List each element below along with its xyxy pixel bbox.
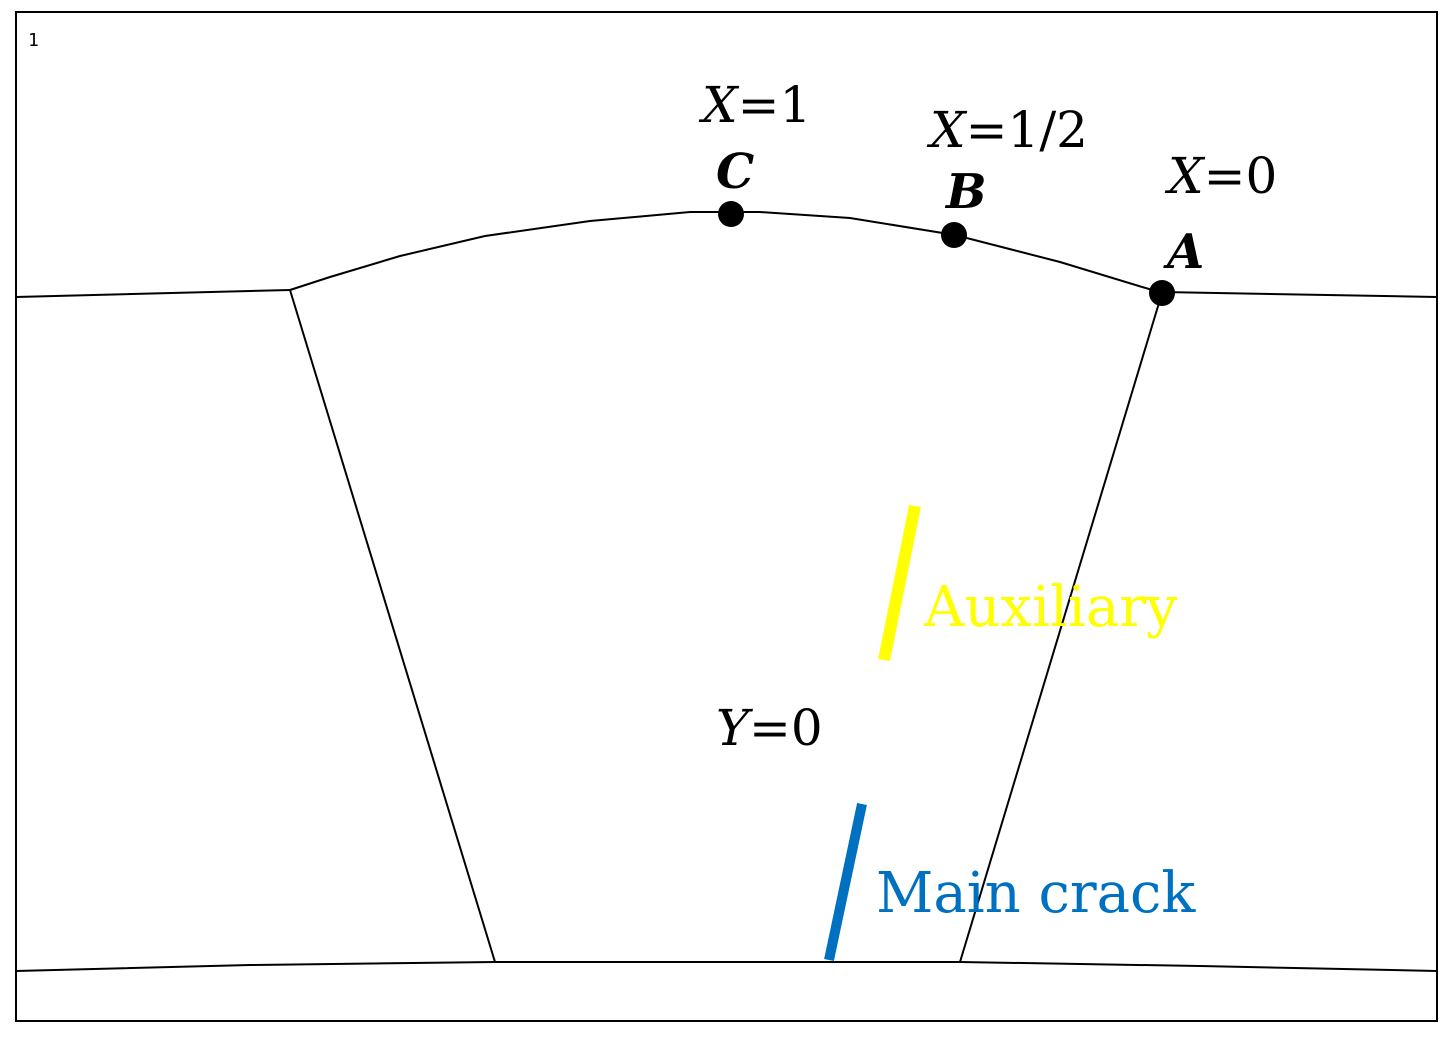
auxiliary-crack-label: Auxiliary — [923, 575, 1178, 640]
point-c-marker — [718, 201, 744, 227]
label-x-half: X=1/2 — [926, 101, 1088, 159]
label-x-0: X=0 — [1164, 147, 1277, 205]
point-a-marker — [1149, 280, 1175, 306]
point-b-marker — [941, 222, 967, 248]
main-crack-label: Main crack — [876, 861, 1196, 926]
label-y-0: Y=0 — [716, 699, 823, 757]
top-surface-right — [1161, 291, 1438, 298]
point-a-label: A — [1163, 224, 1204, 280]
frame-number: 1 — [28, 30, 39, 51]
main-crack — [824, 802, 867, 962]
point-b-label: B — [944, 164, 987, 220]
top-surface-left — [15, 289, 291, 298]
frame-border — [15, 11, 1438, 1022]
auxiliary-crack — [878, 504, 921, 662]
weld-reinforcement-curve — [289, 211, 1163, 294]
point-c-label: C — [716, 144, 754, 200]
bottom-surface-curve — [15, 961, 1438, 972]
label-x-1: X=1 — [698, 76, 811, 134]
weld-right-boundary — [959, 292, 1163, 963]
weld-left-boundary — [289, 289, 496, 963]
